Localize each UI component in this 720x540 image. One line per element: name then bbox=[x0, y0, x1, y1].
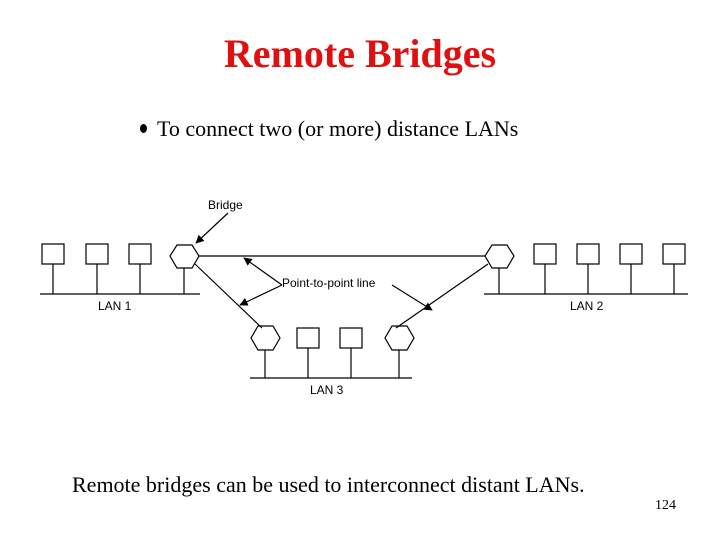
page-number: 124 bbox=[655, 498, 676, 513]
point-to-point-lines bbox=[194, 255, 489, 329]
host-icon bbox=[41, 243, 65, 265]
host-icon bbox=[619, 243, 643, 265]
lan-1 bbox=[40, 243, 200, 295]
bridge-icon bbox=[384, 325, 415, 351]
host-icon bbox=[296, 327, 320, 349]
annotation-arrows bbox=[195, 212, 433, 311]
host-icon bbox=[339, 327, 363, 349]
bridge-icon bbox=[169, 244, 200, 269]
diagram-caption: Remote bridges can be used to interconne… bbox=[72, 472, 585, 497]
ptp-arrow-top bbox=[243, 257, 283, 286]
link-lan1-lan3 bbox=[194, 263, 263, 329]
link-lan2-lan3 bbox=[395, 263, 489, 329]
lan-2-label: LAN 2 bbox=[570, 299, 604, 313]
lan-2 bbox=[484, 243, 688, 295]
lan-3-label: LAN 3 bbox=[310, 383, 344, 397]
bridge-icon bbox=[250, 325, 281, 351]
bullet-item: To connect two (or more) distance LANs bbox=[140, 116, 518, 142]
host-icon bbox=[576, 243, 600, 265]
point-to-point-label: Point-to-point line bbox=[282, 276, 376, 290]
bullet-text: To connect two (or more) distance LANs bbox=[157, 116, 519, 141]
host-icon bbox=[85, 243, 109, 265]
bridge-icon bbox=[484, 244, 515, 269]
lan-3 bbox=[250, 325, 415, 379]
remote-bridges-diagram: Bridge Point-to-point line LAN 1 LAN 2 L… bbox=[40, 198, 688, 397]
host-icon bbox=[662, 243, 686, 265]
lan-1-label: LAN 1 bbox=[98, 299, 132, 313]
host-icon bbox=[533, 243, 557, 265]
ptp-arrow-left bbox=[239, 284, 283, 306]
bridge-pointer-arrow bbox=[195, 212, 229, 244]
bridge-label: Bridge bbox=[208, 198, 243, 212]
slide-title: Remote Bridges bbox=[223, 31, 497, 76]
bullet-icon bbox=[140, 124, 147, 134]
host-icon bbox=[128, 243, 152, 265]
ptp-arrow-right bbox=[391, 284, 433, 311]
